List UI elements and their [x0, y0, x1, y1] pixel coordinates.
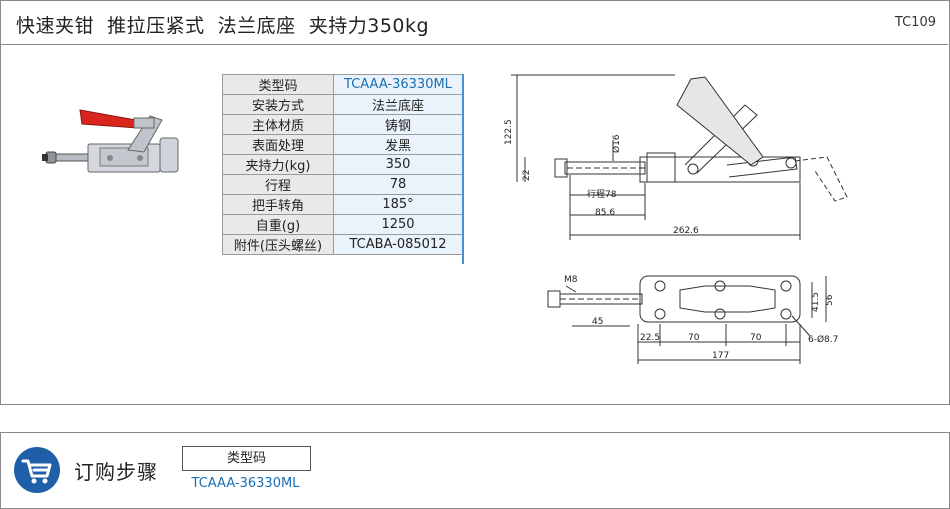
spec-value: TCABA-085012 — [333, 234, 463, 255]
dim-height: 122.5 — [504, 119, 514, 145]
dim-base: 22 — [522, 170, 532, 181]
top-view-drawing: M8 45 41.5 56 6-Ø8.7 22.5 70 70 177 — [547, 275, 838, 364]
dim-seg-b: 70 — [688, 333, 700, 343]
spec-table: 类型码 TCAAA-36330ML 安装方式 法兰底座 主体材质 铸钢 表面处理… — [222, 74, 463, 255]
table-row: 主体材质 铸钢 — [222, 114, 463, 135]
spec-value: 350 — [333, 154, 463, 175]
dim-seg-a: 22.5 — [640, 333, 660, 343]
spec-value: 78 — [333, 174, 463, 195]
dim-diameter: Ø16 — [611, 134, 622, 153]
dim-top-len-a: 45 — [592, 317, 603, 327]
table-row: 把手转角 185° — [222, 194, 463, 215]
table-row: 类型码 TCAAA-36330ML — [222, 74, 463, 95]
table-row: 附件(压头螺丝) TCABA-085012 — [222, 234, 463, 255]
spec-label: 类型码 — [222, 74, 334, 95]
spec-value: 1250 — [333, 214, 463, 235]
table-row: 表面处理 发黑 — [222, 134, 463, 155]
spec-label: 把手转角 — [222, 194, 334, 215]
spec-label: 夹持力(kg) — [222, 154, 334, 175]
product-panel — [0, 0, 950, 405]
spec-label: 安装方式 — [222, 94, 334, 115]
table-row: 自重(g) 1250 — [222, 214, 463, 235]
dim-thread: M8 — [564, 275, 578, 285]
order-type-code-label: 类型码 — [182, 446, 311, 471]
order-type-code-value[interactable]: TCAAA-36330ML — [191, 476, 300, 491]
table-row: 行程 78 — [222, 174, 463, 195]
table-row: 夹持力(kg) 350 — [222, 154, 463, 175]
dim-top-len-total: 177 — [712, 351, 729, 361]
dim-len-total: 262.6 — [673, 226, 699, 236]
side-view-drawing: 122.5 Ø16 22 行程78 85.6 262.6 — [504, 74, 848, 240]
page-title: 快速夹钳 推拉压紧式 法兰底座 夹持力350kg — [16, 15, 430, 37]
dim-seg-c: 70 — [750, 333, 762, 343]
table-accent-edge — [462, 74, 464, 264]
order-panel — [0, 432, 950, 509]
dim-width-inner: 41.5 — [811, 292, 821, 312]
product-code: TC109 — [894, 15, 936, 30]
shopping-cart-icon — [14, 447, 60, 493]
dim-stroke: 行程78 — [587, 188, 617, 200]
spec-label: 主体材质 — [222, 114, 334, 135]
spec-label: 表面处理 — [222, 134, 334, 155]
spec-value: 发黑 — [333, 134, 463, 155]
spec-value: 铸钢 — [333, 114, 463, 135]
dim-width-outer: 56 — [825, 294, 835, 306]
spec-value: TCAAA-36330ML — [333, 74, 463, 95]
spec-label: 附件(压头螺丝) — [222, 234, 334, 255]
spec-value: 法兰底座 — [333, 94, 463, 115]
table-row: 安装方式 法兰底座 — [222, 94, 463, 115]
product-photo — [42, 109, 179, 173]
dim-holes: 6-Ø8.7 — [808, 334, 838, 345]
spec-label: 自重(g) — [222, 214, 334, 235]
title-divider — [0, 44, 948, 45]
order-steps-title: 订购步骤 — [74, 460, 158, 484]
dim-len-a: 85.6 — [595, 208, 615, 218]
spec-value: 185° — [333, 194, 463, 215]
spec-label: 行程 — [222, 174, 334, 195]
